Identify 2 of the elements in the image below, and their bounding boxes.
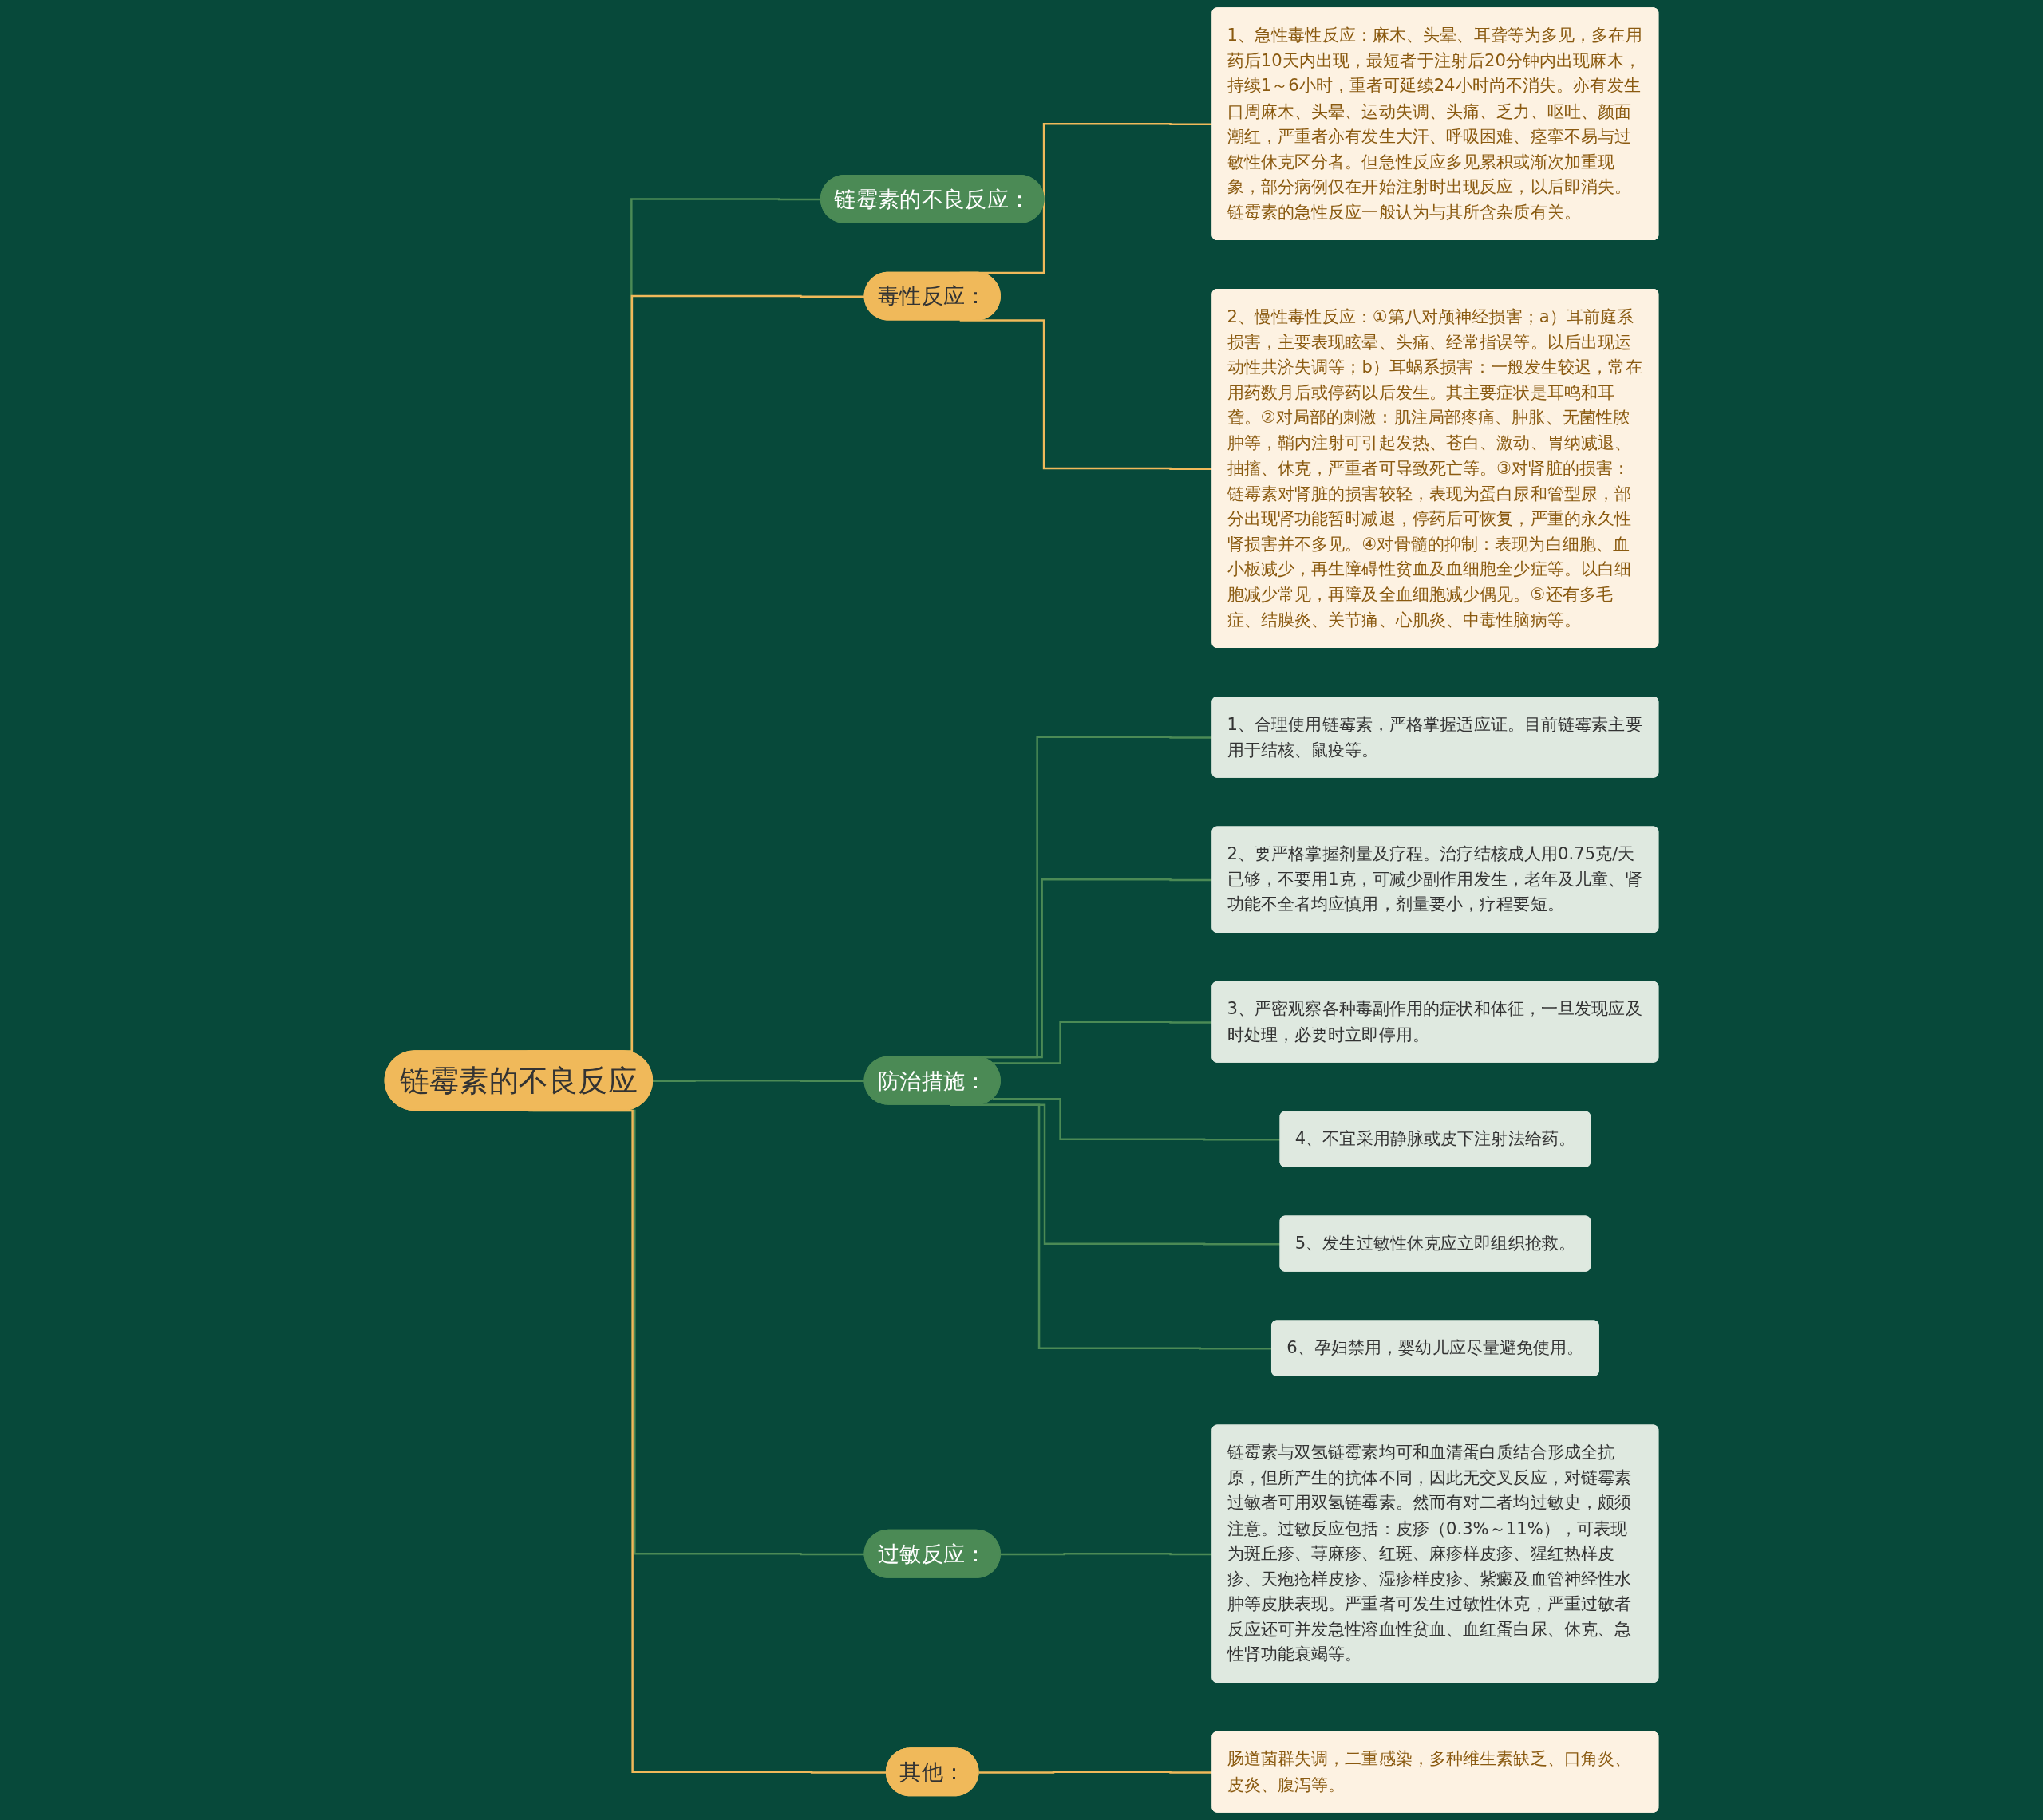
connector: [653, 1080, 865, 1083]
connector: [992, 1098, 1281, 1141]
